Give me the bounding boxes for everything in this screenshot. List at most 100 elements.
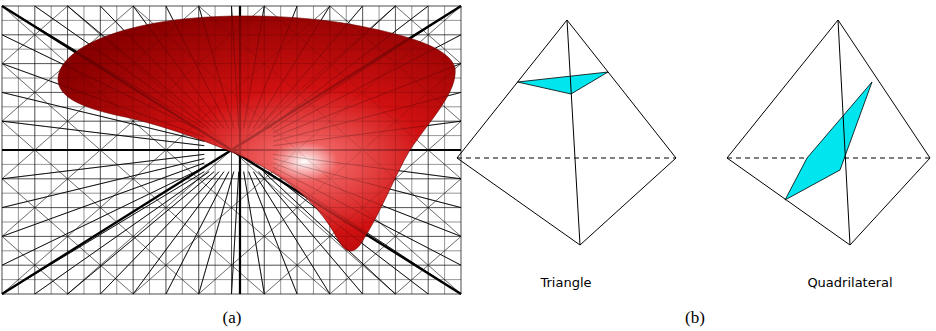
mesh-line (232, 193, 265, 194)
mesh-line (100, 20, 133, 21)
mesh-line (2, 236, 35, 265)
mesh-line (264, 265, 297, 294)
mesh-line (68, 64, 101, 93)
mesh-line (35, 279, 68, 280)
mesh-line (244, 172, 265, 294)
mesh-line (2, 121, 204, 145)
mesh-line (395, 20, 428, 21)
mesh-line (133, 135, 166, 136)
mesh-line (249, 6, 298, 128)
mesh-line (297, 164, 330, 165)
mesh-line (297, 64, 330, 93)
mesh-line (35, 35, 68, 64)
mesh-line (297, 236, 330, 265)
mesh-line (68, 106, 101, 107)
mesh-line (395, 193, 428, 194)
mesh-line (199, 164, 232, 165)
mesh-line (2, 154, 204, 178)
mesh-line (2, 149, 461, 151)
mesh-line (2, 135, 35, 136)
mesh-line (35, 172, 209, 294)
mesh-line (2, 63, 461, 64)
edge (580, 158, 676, 245)
panel-label: (b) (685, 309, 705, 328)
mesh-line (273, 92, 461, 141)
mesh-line (100, 35, 133, 64)
mesh-line (297, 49, 330, 50)
mesh-line (264, 106, 297, 107)
mesh-line (395, 279, 428, 280)
mesh-line (133, 6, 166, 35)
mesh-line (258, 172, 362, 294)
mesh-line (2, 163, 204, 236)
mesh-line (2, 6, 461, 294)
mesh-line (199, 279, 232, 280)
mesh-line (199, 172, 234, 294)
edge (457, 20, 567, 158)
mesh-line (363, 121, 396, 150)
mesh-line (428, 150, 461, 179)
mesh-line (395, 179, 428, 208)
mesh-line (100, 179, 133, 208)
mesh-line (68, 208, 101, 237)
mesh-line (297, 135, 330, 136)
mesh-line (264, 250, 297, 251)
mesh-line (395, 150, 428, 179)
mesh-line (297, 250, 330, 251)
mesh-line (330, 20, 363, 21)
mesh-line (395, 250, 428, 251)
mesh-line (100, 150, 133, 179)
mesh-line (232, 265, 265, 294)
triangle-section (518, 72, 609, 94)
mesh-line (363, 150, 396, 179)
mesh-line (2, 6, 461, 294)
mesh-line (100, 236, 133, 265)
mesh-line (35, 35, 68, 64)
mesh-line (268, 6, 428, 128)
mesh-line (199, 6, 232, 35)
mesh-line (363, 193, 396, 194)
mesh-line (199, 6, 234, 128)
mesh-line (2, 78, 35, 79)
mesh-line (2, 35, 35, 64)
mesh-line (133, 35, 166, 64)
mesh-line (100, 250, 133, 251)
tetrahedral-mesh-front (2, 6, 461, 294)
edge (838, 20, 850, 245)
mesh-line (264, 6, 297, 35)
mesh-line (133, 279, 166, 280)
edge (838, 20, 930, 158)
mesh-line (297, 208, 330, 237)
mesh-line (35, 64, 68, 93)
mesh-line (166, 49, 199, 50)
mesh-line (68, 179, 101, 208)
mesh-line (68, 208, 101, 237)
mesh-line (330, 179, 363, 208)
mesh-line (2, 208, 35, 237)
mesh-line (428, 193, 461, 194)
mesh-line (2, 49, 35, 50)
edge (727, 20, 838, 158)
mesh-line (166, 172, 229, 294)
mesh-line (133, 265, 166, 294)
mesh-line (100, 172, 219, 294)
mesh-line (264, 236, 297, 265)
mesh-line (232, 78, 265, 79)
mesh-line (2, 20, 35, 21)
mesh-line (133, 172, 224, 294)
mesh-line (428, 106, 461, 107)
mesh-line (35, 236, 68, 265)
mesh-line (330, 265, 363, 294)
mesh-line (2, 193, 35, 194)
mesh-line (232, 135, 265, 136)
mesh-line (100, 106, 133, 107)
mesh-line (35, 135, 68, 136)
mesh-line (199, 208, 232, 237)
mesh-line (35, 49, 68, 50)
mesh-line (428, 164, 461, 165)
mesh-line (166, 106, 199, 107)
mesh-line (232, 236, 265, 265)
mesh-line (232, 279, 265, 280)
mesh-line (199, 208, 232, 237)
